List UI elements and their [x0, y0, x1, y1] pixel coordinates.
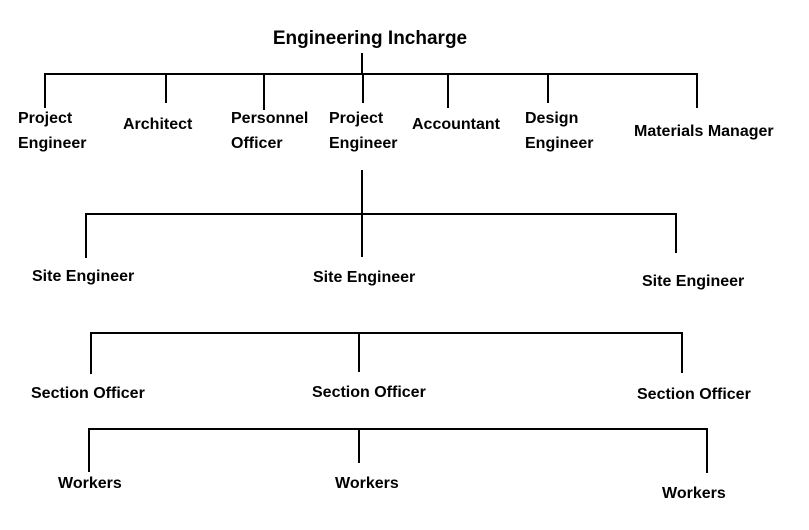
node-section-officer-2: Section Officer — [312, 380, 426, 405]
node-label: Engineer — [18, 135, 87, 152]
node-site-engineer-3: Site Engineer — [642, 269, 744, 294]
level2-drop-3 — [675, 213, 677, 253]
node-label: Personnel — [231, 110, 309, 127]
node-site-engineer-1: Site Engineer — [32, 264, 134, 289]
connector-root-stub — [361, 53, 363, 74]
level2-bar — [85, 213, 676, 215]
node-label: Section Officer — [31, 385, 145, 402]
node-section-officer-1: Section Officer — [31, 381, 145, 406]
level1-drop-3 — [263, 73, 265, 110]
node-label: Workers — [662, 485, 726, 502]
node-label: Engineering Incharge — [272, 28, 468, 49]
level3-drop-1 — [90, 332, 92, 374]
node-label: Project — [329, 110, 384, 127]
node-project-engineer-2: Project Engineer — [329, 106, 397, 156]
level1-bar — [44, 73, 697, 75]
level1-drop-1 — [44, 73, 46, 108]
level3-drop-2 — [358, 332, 360, 372]
level2-drop-1 — [85, 213, 87, 258]
node-personnel-officer: Personnel Officer — [231, 106, 308, 156]
level4-drop-3 — [706, 428, 708, 473]
level4-drop-2 — [358, 428, 360, 463]
node-label: Site Engineer — [32, 268, 135, 285]
level1-drop-6 — [547, 73, 549, 103]
node-label: Section Officer — [637, 386, 751, 403]
node-site-engineer-2: Site Engineer — [313, 265, 415, 290]
node-label: Accountant — [412, 116, 500, 133]
level4-drop-1 — [88, 428, 90, 472]
level1-drop-4 — [362, 73, 364, 103]
node-workers-1: Workers — [58, 471, 122, 496]
node-label: Section Officer — [312, 384, 426, 401]
node-label: Workers — [335, 475, 399, 492]
level1-drop-2 — [165, 73, 167, 103]
node-label: Site Engineer — [642, 273, 745, 290]
node-workers-3: Workers — [662, 481, 726, 506]
node-workers-2: Workers — [335, 471, 399, 496]
node-label: Architect — [123, 116, 193, 133]
level3-bar — [90, 332, 682, 334]
node-project-engineer-1: Project Engineer — [18, 106, 86, 156]
node-label: Workers — [58, 475, 122, 492]
level1-drop-5 — [447, 73, 449, 108]
node-label: Materials Manager — [634, 123, 774, 140]
node-design-engineer: Design Engineer — [525, 106, 593, 156]
node-label: Design — [525, 110, 579, 127]
node-label: Engineer — [329, 135, 398, 152]
node-section-officer-3: Section Officer — [637, 382, 751, 407]
node-label: Site Engineer — [313, 269, 416, 286]
level4-bar — [88, 428, 707, 430]
node-label: Officer — [231, 135, 283, 152]
node-label: Project — [18, 110, 73, 127]
node-label: Engineer — [525, 135, 594, 152]
node-accountant: Accountant — [412, 112, 500, 137]
level3-drop-3 — [681, 332, 683, 373]
node-architect: Architect — [123, 112, 192, 137]
level1-drop-7 — [696, 73, 698, 108]
node-engineering-incharge: Engineering Incharge — [250, 26, 490, 51]
node-materials-manager: Materials Manager — [634, 119, 774, 144]
